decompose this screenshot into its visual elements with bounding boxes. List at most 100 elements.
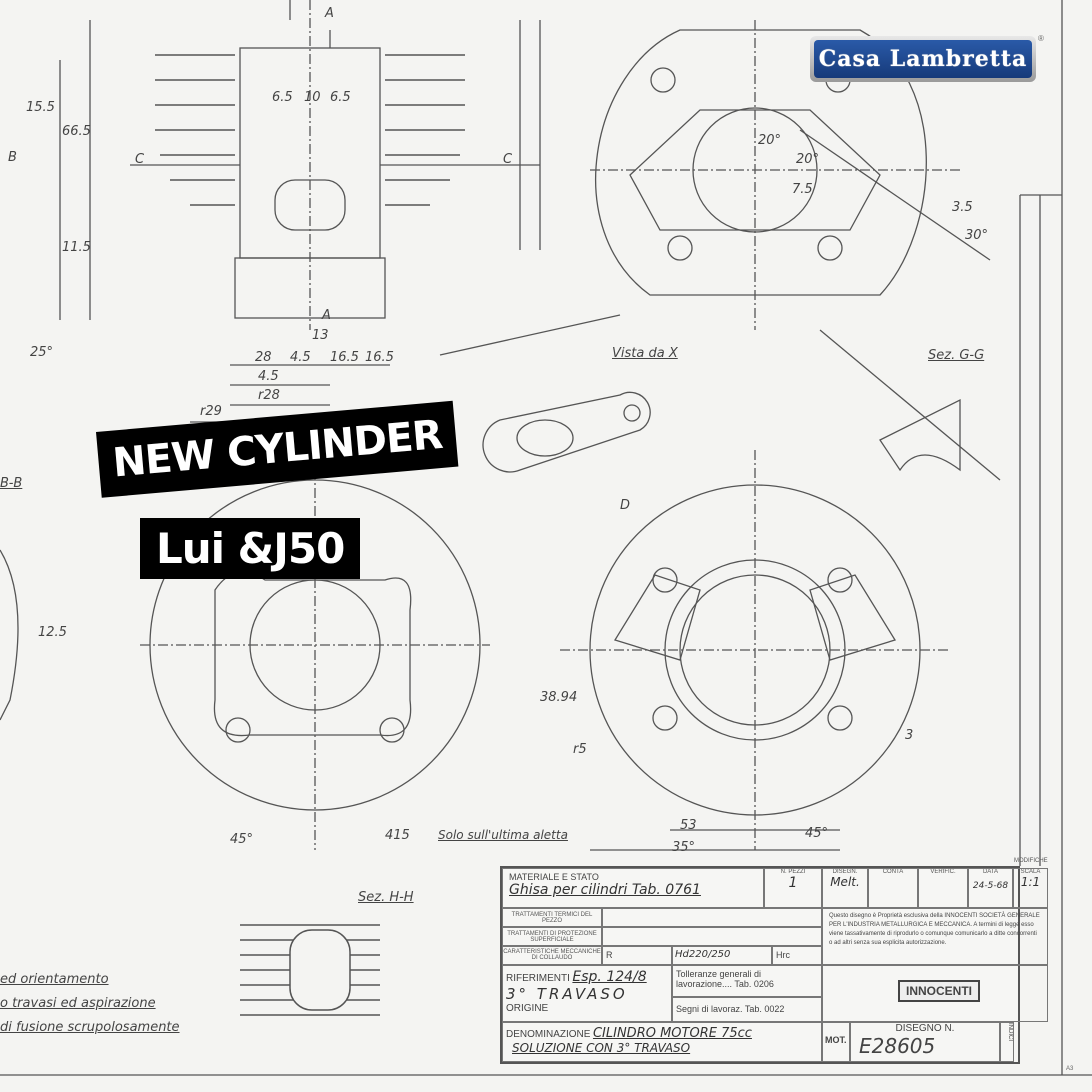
note-line: o travasi ed aspirazione bbox=[0, 996, 156, 1011]
dim-label: 3 bbox=[905, 728, 914, 743]
riferimenti-label: RIFERIMENTI bbox=[506, 973, 570, 984]
dim-label: 16.5 bbox=[365, 350, 394, 365]
materiale-label: MATERIALE E STATO bbox=[509, 872, 599, 882]
disegno-number: E28605 bbox=[859, 1034, 936, 1058]
dim-label: 13 bbox=[312, 328, 329, 343]
casa-lambretta-logo: Casa Lambretta bbox=[810, 36, 1036, 82]
section-hh bbox=[240, 924, 380, 1016]
data-cell: DATA 24-5-68 bbox=[968, 868, 1013, 908]
dim-label: 3.5 bbox=[952, 200, 973, 215]
r-label: R bbox=[602, 946, 672, 965]
origine-label: ORIGINE bbox=[506, 1003, 549, 1014]
dim-label: A bbox=[322, 308, 331, 323]
materiale-cell: MATERIALE E STATO Ghisa per cilindri Tab… bbox=[502, 868, 764, 908]
hrc-label: Hrc bbox=[772, 946, 822, 965]
segni-text: Segni di lavoraz. Tab. 0022 bbox=[672, 997, 822, 1022]
verif-cell: VERIFIC. bbox=[918, 868, 968, 908]
verif-label: VERIFIC. bbox=[930, 869, 956, 875]
dim-label: 38.94 bbox=[540, 690, 578, 705]
solo-label: Solo sull'ultima aletta bbox=[438, 828, 568, 842]
registered-mark: ® bbox=[1038, 34, 1044, 43]
scala-label: SCALA bbox=[1020, 869, 1041, 875]
scala-value: 1:1 bbox=[1020, 875, 1041, 889]
disegn-label: DISEGN. bbox=[832, 869, 858, 875]
dim-label: 20° bbox=[758, 133, 782, 148]
denominazione-value: CILINDRO MOTORE 75cc bbox=[592, 1026, 752, 1041]
dim-label: 15.5 bbox=[26, 100, 55, 115]
dim-label: r5 bbox=[573, 742, 587, 757]
tolleranze-text: Tolleranze generali di lavorazione.... T… bbox=[672, 965, 822, 997]
vista-label: Vista da X bbox=[612, 346, 678, 361]
sheet-size: A3 bbox=[1066, 1066, 1074, 1072]
dim-label: 7.5 bbox=[792, 182, 813, 197]
dim-label: 12.5 bbox=[38, 625, 67, 640]
dim-label: 16.5 bbox=[330, 350, 359, 365]
dim-label: r29 bbox=[200, 404, 222, 419]
trattamenti-termici-value bbox=[602, 908, 822, 927]
trattamenti-termici-label: TRATTAMENTI TERMICI DEL PEZZO bbox=[502, 908, 602, 927]
protezione-value bbox=[602, 927, 822, 946]
materiale-value: Ghisa per cilindri Tab. 0761 bbox=[509, 882, 701, 898]
dim-label: 10 bbox=[304, 90, 321, 105]
innocenti-logo-cell: INNOCENTI bbox=[822, 965, 1048, 1022]
dim-label: 20° bbox=[796, 152, 820, 167]
section-gg-label: Sez. G-G bbox=[928, 348, 985, 363]
dim-label: r28 bbox=[258, 388, 280, 403]
section-gg bbox=[879, 398, 961, 472]
data-label: DATA bbox=[982, 869, 999, 875]
dim-label: 45° bbox=[230, 832, 254, 847]
title-block: MATERIALE E STATO Ghisa per cilindri Tab… bbox=[500, 858, 1048, 1064]
modifiche-label: MODIFICHE bbox=[1014, 858, 1048, 864]
dim-label: 415 bbox=[385, 828, 410, 843]
dim-label: 11.5 bbox=[62, 240, 91, 255]
dim-label: B bbox=[8, 150, 17, 165]
mot-label: MOT. bbox=[822, 1022, 850, 1062]
disegno-cell: DISEGNO N. E28605 bbox=[850, 1022, 1000, 1062]
soluzione-value: SOLUZIONE CON 3° TRAVASO bbox=[512, 1041, 691, 1055]
pezzi-label: N. PEZZI bbox=[780, 869, 806, 875]
disegn-cell: DISEGN.Melt. bbox=[822, 868, 868, 908]
dim-label: 25° bbox=[30, 345, 54, 360]
dim-label: D bbox=[620, 498, 631, 513]
conta-cell: CONTA bbox=[868, 868, 918, 908]
property-note: Questo disegno è Proprietà esclusiva del… bbox=[822, 908, 1048, 965]
conta-label: CONTA bbox=[882, 869, 904, 875]
data-value: 24-5-68 bbox=[972, 881, 1009, 891]
riferimenti-cell: RIFERIMENTI Esp. 124/8 3° TRAVASO ORIGIN… bbox=[502, 965, 672, 1022]
riferimenti-value: Esp. 124/8 bbox=[572, 969, 647, 985]
cylinder-section-view bbox=[59, 0, 541, 423]
denominazione-label: DENOMINAZIONE bbox=[506, 1029, 591, 1040]
dim-label: 4.5 bbox=[258, 369, 279, 384]
dim-label: 45° bbox=[805, 826, 829, 841]
dim-label: C bbox=[503, 152, 513, 167]
intake-flange-view bbox=[439, 314, 651, 473]
dim-label: C bbox=[135, 152, 145, 167]
section-bb-label: B-B bbox=[0, 476, 23, 491]
dim-label: 6.5 bbox=[272, 90, 293, 105]
note-line: di fusione scrupolosamente bbox=[0, 1020, 180, 1035]
protezione-label: TRATTAMENTI DI PROTEZIONE SUPERFICIALE bbox=[502, 927, 602, 946]
hardness-value: Hd220/250 bbox=[672, 946, 772, 965]
travaso-value: 3° TRAVASO bbox=[506, 985, 628, 1003]
pezzi-cell: N. PEZZI 1 bbox=[764, 868, 822, 908]
model-banner: Lui &J50 bbox=[140, 518, 361, 579]
disegno-label: DISEGNO N. bbox=[895, 1023, 955, 1034]
dim-label: 4.5 bbox=[290, 350, 311, 365]
note-line: ed orientamento bbox=[0, 972, 109, 987]
denominazione-cell: DENOMINAZIONE CILINDRO MOTORE 75cc SOLUZ… bbox=[502, 1022, 822, 1062]
collaudo-label: CARATTERISTICHE MECCANICHE DI COLLAUDO bbox=[502, 946, 602, 965]
pezzi-value: 1 bbox=[788, 875, 798, 891]
dim-label: 30° bbox=[965, 228, 989, 243]
dim-label: A bbox=[325, 6, 334, 21]
innocenti-logo: INNOCENTI bbox=[898, 980, 980, 1002]
disegn-signature: Melt. bbox=[830, 875, 860, 889]
dim-label: 6.5 bbox=[330, 90, 351, 105]
dim-label: 66.5 bbox=[62, 124, 91, 139]
section-hh-label: Sez. H-H bbox=[358, 890, 414, 905]
dim-label: 53 bbox=[680, 818, 697, 833]
dim-label: 35° bbox=[672, 840, 696, 855]
cylinder-bottom-view bbox=[560, 450, 950, 851]
